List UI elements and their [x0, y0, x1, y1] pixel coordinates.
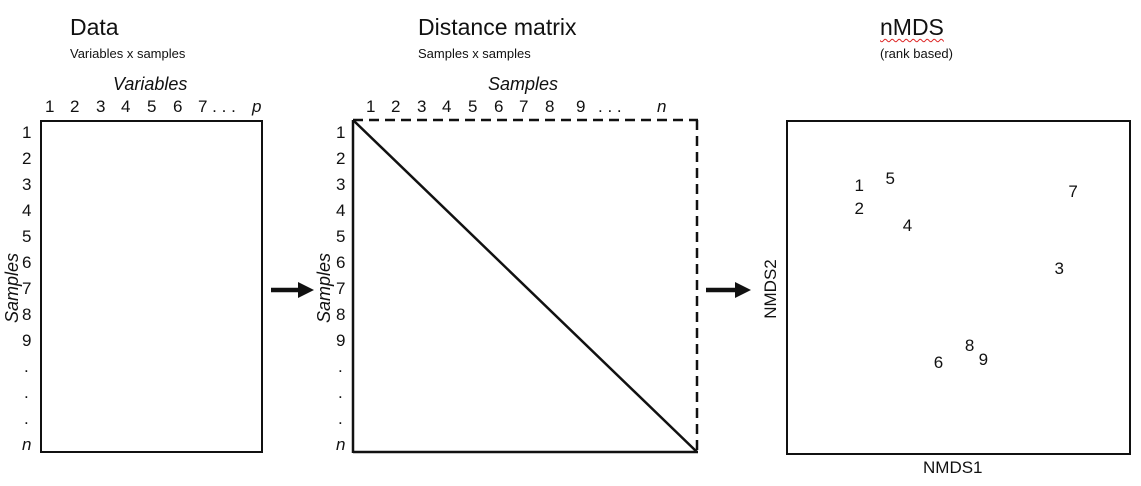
distance-row-tick: 3 — [336, 175, 346, 194]
distance-panel-title: Distance matrix — [418, 14, 577, 40]
distance-col-tick: 1 — [366, 97, 376, 116]
data-col-tick: p — [252, 97, 262, 116]
data-row-tick: 4 — [22, 201, 32, 220]
nmds-panel-title: nMDS — [880, 14, 944, 40]
data-row-tick: . — [24, 409, 29, 428]
nmds-point-3: 3 — [1054, 259, 1065, 279]
nmds-point-2: 2 — [854, 199, 864, 219]
distance-col-tick: 4 — [442, 97, 452, 116]
nmds-panel-subtitle: (rank based) — [880, 46, 953, 61]
nmds-point-6: 6 — [933, 353, 944, 373]
distance-row-axis-title: Samples — [314, 252, 334, 324]
data-col-tick: 5 — [147, 97, 157, 116]
distance-row-tick: . — [338, 383, 343, 402]
distance-row-tick: n — [336, 435, 346, 454]
distance-col-tick: 5 — [468, 97, 478, 116]
distance-col-tick: 9 — [576, 97, 586, 116]
distance-col-tick: n — [657, 97, 667, 116]
distance-col-tick: 6 — [494, 97, 504, 116]
data-col-tick: 6 — [173, 97, 183, 116]
data-row-tick: 5 — [22, 227, 32, 246]
nmds-point-8: 8 — [964, 336, 975, 356]
flow-arrow-distance-to-nmds — [706, 282, 751, 298]
data-col-tick: 1 — [45, 97, 55, 116]
distance-col-tick: 7 — [519, 97, 529, 116]
data-col-tick: 4 — [121, 97, 131, 116]
data-row-tick: 8 — [22, 305, 32, 324]
data-col-axis-title: Variables — [113, 74, 188, 94]
data-col-tick: 2 — [70, 97, 80, 116]
distance-row-tick: 9 — [336, 331, 346, 350]
distance-panel-subtitle: Samples x samples — [418, 46, 531, 61]
distance-row-tick: 2 — [336, 149, 346, 168]
distance-row-tick: 1 — [336, 123, 346, 142]
nmds-x-axis-title: NMDS1 — [923, 458, 983, 477]
data-row-tick: 1 — [22, 123, 32, 142]
nmds-point-9: 9 — [978, 349, 989, 369]
nmds-point-4: 4 — [902, 215, 913, 235]
distance-row-tick: 7 — [336, 279, 346, 298]
nmds-point-1: 1 — [854, 175, 864, 195]
distance-col-tick: 3 — [417, 97, 427, 116]
data-col-tick: 7 . . . — [198, 97, 236, 116]
data-row-tick: 9 — [22, 331, 32, 350]
data-row-tick: 7 — [22, 279, 32, 298]
nmds-title-text: nMDS — [880, 14, 944, 40]
data-row-tick: . — [24, 383, 29, 402]
data-panel-subtitle: Variables x samples — [70, 46, 186, 61]
distance-row-tick: 5 — [336, 227, 346, 246]
distance-row-tick: 4 — [336, 201, 346, 220]
data-col-tick: 3 — [96, 97, 106, 116]
data-panel-title: Data — [70, 14, 119, 40]
nmds-point-5: 5 — [885, 168, 895, 188]
distance-row-tick: 6 — [336, 253, 346, 272]
data-row-tick: 6 — [22, 253, 32, 272]
distance-row-tick: . — [338, 357, 343, 376]
data-row-tick: . — [24, 357, 29, 376]
distance-col-tick: 2 — [391, 97, 401, 116]
flow-arrow-data-to-distance — [271, 282, 314, 298]
nmds-y-axis-title: NMDS2 — [761, 259, 780, 319]
distance-row-tick: 8 — [336, 305, 346, 324]
distance-row-tick: . — [338, 409, 343, 428]
nmds-point-7: 7 — [1068, 182, 1078, 202]
data-row-tick: 2 — [22, 149, 32, 168]
data-row-tick: n — [22, 435, 32, 454]
data-matrix-box — [40, 120, 263, 453]
distance-col-tick: 8 — [545, 97, 555, 116]
distance-diagonal — [352, 119, 698, 453]
distance-col-axis-title: Samples — [488, 74, 559, 94]
data-row-tick: 3 — [22, 175, 32, 194]
distance-col-tick: . . . — [598, 97, 622, 116]
